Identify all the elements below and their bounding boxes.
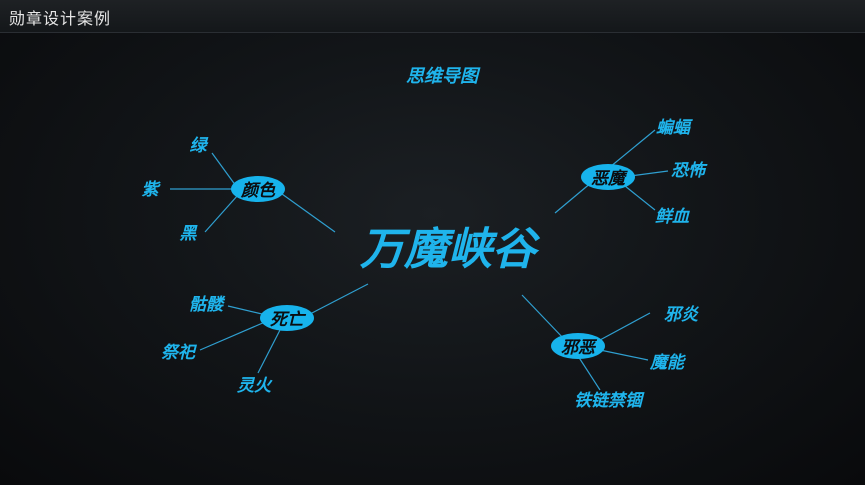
- slide-canvas: [0, 33, 865, 485]
- connector-center-xiee: [521, 294, 566, 341]
- connector-lines: [170, 129, 669, 391]
- connector-xiee-moneng: [599, 349, 649, 361]
- connector-center-yanse: [281, 193, 336, 233]
- branch-node-shape: [581, 164, 635, 190]
- leaf-emo-1: 蝙蝠: [656, 118, 693, 138]
- leaf-yanse-3: 黑: [180, 224, 199, 244]
- branch-node-siwang: 死亡: [260, 305, 314, 331]
- window-titlebar: 勋章设计案例: [0, 0, 865, 33]
- connector-xiee-xieyan: [599, 312, 651, 341]
- window-title: 勋章设计案例: [9, 9, 112, 28]
- leaf-xiee-2: 魔能: [649, 353, 687, 373]
- branch-node-xiee: 邪恶: [551, 333, 605, 359]
- connector-center-emo: [554, 181, 593, 214]
- branch-node-emo: 恶魔: [581, 164, 635, 190]
- branch-label-yanse: 颜色: [240, 181, 276, 201]
- branch-node-shape: [231, 176, 285, 202]
- leaf-yanse-2: 紫: [142, 180, 162, 200]
- connector-emo-bianfu: [609, 129, 656, 168]
- diagram-heading: 思维导图: [406, 66, 481, 87]
- branch-node-yanse: 颜色: [231, 176, 285, 202]
- connector-siwang-jisi: [199, 321, 266, 351]
- leaf-emo-2: 恐怖: [671, 161, 708, 181]
- center-topic: 万魔峡谷: [360, 224, 541, 275]
- branch-label-emo: 恶魔: [591, 169, 628, 189]
- leaf-yanse-1: 绿: [190, 136, 209, 156]
- connector-center-siwang: [309, 283, 369, 315]
- connector-emo-xianxue: [624, 185, 656, 211]
- connector-xiee-tielian: [577, 355, 601, 391]
- leaf-emo-3: 鲜血: [655, 207, 690, 227]
- leaf-siwang-2: 祭祀: [161, 343, 198, 363]
- connector-emo-kongbu: [629, 170, 669, 177]
- connector-siwang-linghuo: [257, 329, 281, 374]
- connector-yanse-lv: [211, 152, 237, 187]
- connector-yanse-hei: [204, 194, 239, 233]
- leaf-siwang-1: 骷髅: [189, 295, 226, 315]
- connector-siwang-kulou: [227, 305, 263, 315]
- branch-label-siwang: 死亡: [270, 310, 307, 330]
- branch-label-xiee: 邪恶: [561, 338, 598, 358]
- leaf-xiee-1: 邪炎: [664, 305, 700, 325]
- branch-node-shape: [260, 305, 314, 331]
- leaf-xiee-3: 铁链禁锢: [574, 391, 645, 411]
- leaf-siwang-3: 灵火: [237, 376, 273, 396]
- branch-node-shape: [551, 333, 605, 359]
